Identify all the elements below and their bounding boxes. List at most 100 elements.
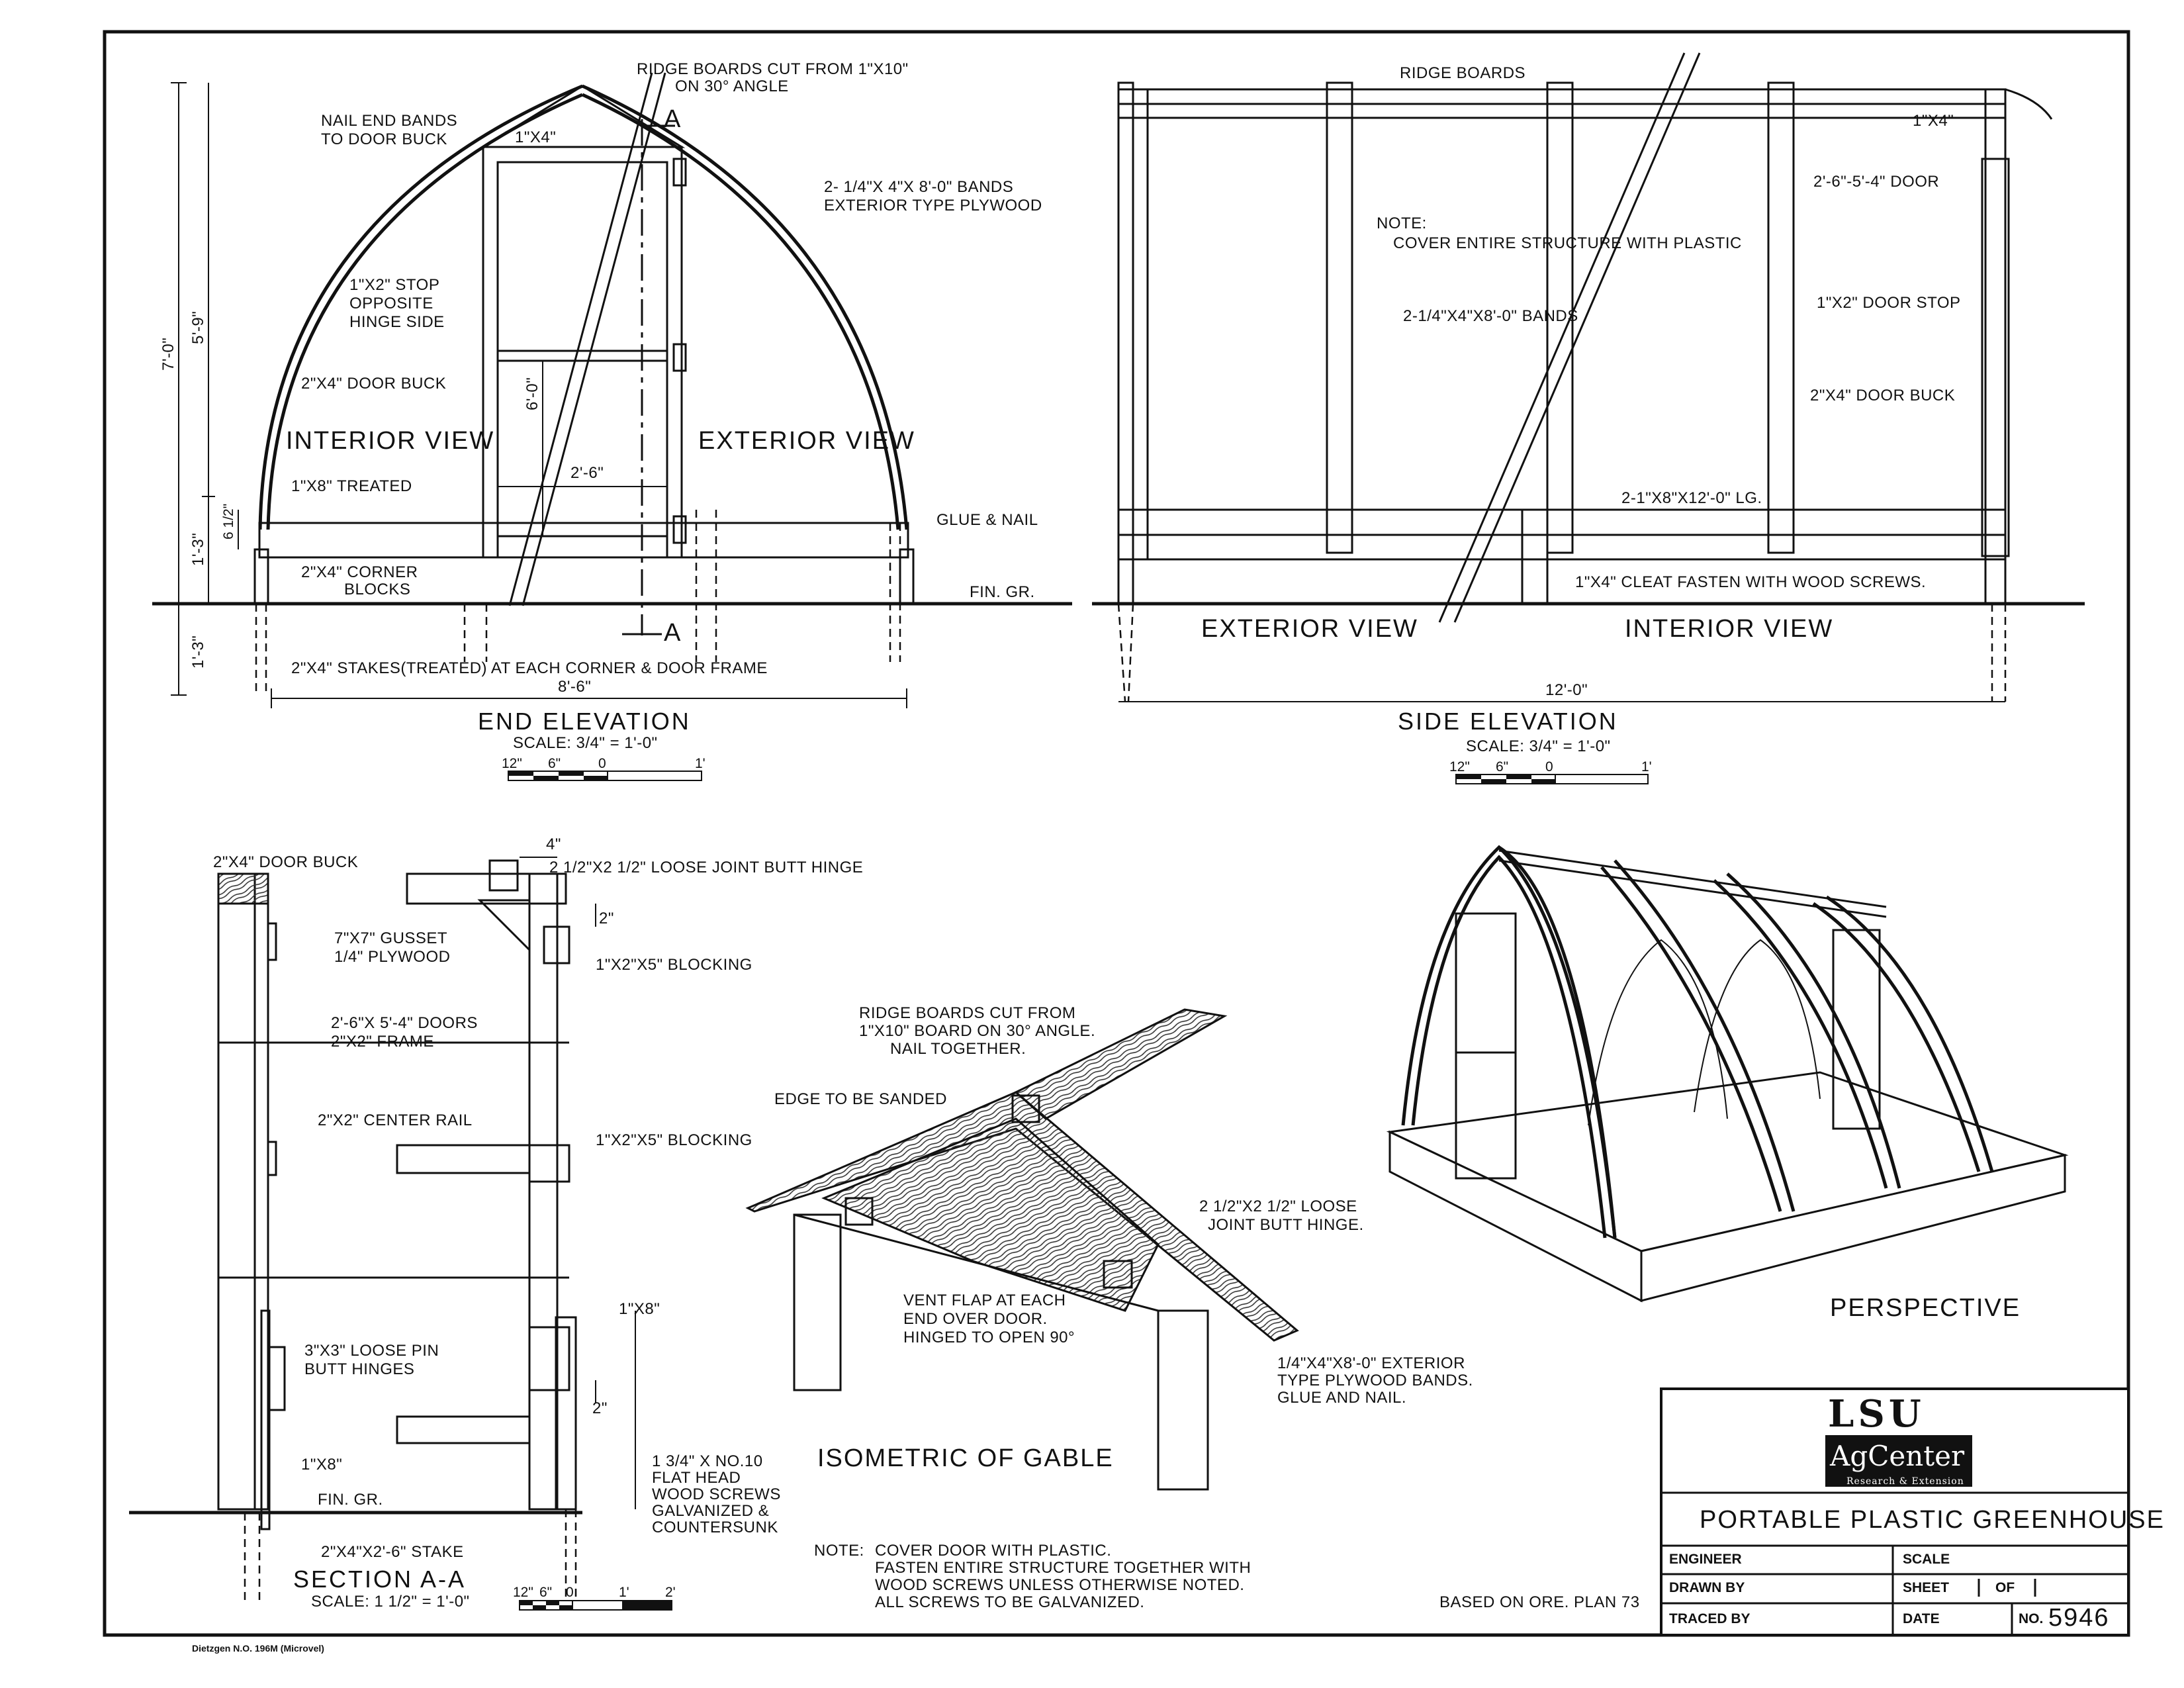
section-mark-bottom: A (664, 619, 682, 647)
end-elevation: RIDGE BOARDS CUT FROM 1"X10" ON 30° ANGL… (152, 60, 1072, 781)
tb-date: DATE (1903, 1611, 1940, 1626)
section-label-pin-hinges-2: BUTT HINGES (304, 1360, 414, 1378)
iso-label-hinge-1: 2 1/2"X2 1/2" LOOSE (1199, 1197, 1357, 1215)
scale-tick: 1' (695, 756, 705, 771)
section-label-doors: 2'-6"X 5'-4" DOORS (331, 1014, 478, 1032)
title-block: LSU AgCenter Research & Extension PORTAB… (1660, 1387, 2163, 1636)
section-label-screws-1: 1 3/4" X NO.10 (652, 1452, 763, 1470)
side-label-note-2: COVER ENTIRE STRUCTURE WITH PLASTIC (1393, 234, 1742, 252)
iso-label-vent-3: HINGED TO OPEN 90° (903, 1329, 1075, 1346)
isometric-gable: RIDGE BOARDS CUT FROM 1"X10" BOARD ON 30… (745, 1004, 1473, 1491)
section-label-hinge: 2 1/2"X2 1/2" LOOSE JOINT BUTT HINGE (549, 859, 863, 876)
scale-tick: 0 (598, 756, 606, 771)
front-door (1455, 912, 1517, 1180)
scale-tick: 12" (513, 1585, 533, 1600)
band (1326, 81, 1353, 554)
band (1767, 81, 1795, 554)
section-label-center-rail: 2"X2" CENTER RAIL (318, 1111, 473, 1129)
label-interior-view: INTERIOR VIEW (286, 427, 494, 455)
logo-lsu: LSU (1828, 1392, 1925, 1436)
door-frame (482, 146, 683, 559)
post (793, 1213, 842, 1391)
section-label-screws-2: FLAT HEAD (652, 1469, 741, 1487)
iso-label-hinge-2: JOINT BUTT HINGE. (1208, 1216, 1364, 1234)
side-elevation-scale-bar: 12" 6" 0 1' (1449, 759, 1652, 784)
side-label-ridge-boards: RIDGE BOARDS (1400, 64, 1525, 82)
section-label-stake: 2"X4"X2'-6" STAKE (321, 1543, 464, 1561)
iso-label-ridge-2: 1"X10" BOARD ON 30° ANGLE. (859, 1022, 1095, 1040)
side-label-interior-view: INTERIOR VIEW (1625, 615, 1833, 643)
paper-stamp: Dietzgen N.O. 196M (Microvel) (192, 1643, 324, 1654)
arch (1825, 895, 1994, 1172)
label-stop-2: OPPOSITE (349, 295, 433, 312)
scale-tick: 1' (619, 1585, 629, 1600)
side-elevation-title: SIDE ELEVATION (1398, 708, 1618, 735)
section-scale-bar: 12" 6" 0 1' 2' (513, 1585, 676, 1611)
side-label-cleat: 1"X4" CLEAT FASTEN WITH WOOD SCREWS. (1575, 573, 1926, 591)
section-label-screws-5: COUNTERSUNK (652, 1519, 778, 1536)
section-label-1x8-a: 1"X8" (619, 1300, 660, 1318)
notes-line-1: COVER DOOR WITH PLASTIC. (875, 1542, 1111, 1560)
side-label-lg: 2-1"X8"X12'-0" LG. (1621, 489, 1762, 507)
dim-12-0: 12'-0" (1545, 681, 1588, 699)
tb-drawn-by: DRAWN BY (1669, 1580, 1745, 1595)
scale-tick: 6" (539, 1585, 552, 1600)
notes-line-4: ALL SCREWS TO BE GALVANIZED. (875, 1593, 1144, 1611)
scale-tick: 6" (548, 756, 561, 771)
post (1157, 1309, 1209, 1491)
notes-line-3: WOOD SCREWS UNLESS OTHERWISE NOTED. (875, 1576, 1244, 1594)
tb-traced-by: TRACED BY (1669, 1611, 1751, 1626)
label-corner-blocks: 2"X4" CORNER (301, 563, 418, 581)
logo-tagline: Research & Extension (1846, 1476, 1964, 1487)
section-a-a: 2"X4" DOOR BUCK 4" 2 1/2"X2 1/2" LOOSE J… (129, 835, 863, 1611)
section-top-rail (406, 872, 567, 905)
iso-label-ridge-3: NAIL TOGETHER. (890, 1040, 1026, 1058)
label-exterior-view: EXTERIOR VIEW (698, 427, 915, 455)
label-ridge-boards: RIDGE BOARDS CUT FROM 1"X10" (637, 60, 909, 78)
base-board (258, 522, 909, 559)
label-fin-gr: FIN. GR. (970, 583, 1035, 601)
section-dim-4: 4" (546, 835, 561, 853)
sheet-border (103, 30, 2130, 1637)
general-notes: NOTE: COVER DOOR WITH PLASTIC. FASTEN EN… (814, 1542, 1639, 1611)
logo-agcenter: AgCenter (1829, 1440, 1965, 1472)
dim-1-3b: 1'-3" (189, 635, 207, 669)
section-a-a-title: SECTION A-A (293, 1566, 466, 1593)
label-ridge-boards-2: ON 30° ANGLE (675, 77, 789, 95)
side-label-door-buck: 2"X4" DOOR BUCK (1810, 387, 1955, 404)
section-mark-top: A (664, 105, 682, 133)
section-dim-2: 2" (599, 910, 614, 927)
section-label-gusset-2: 1/4" PLYWOOD (334, 948, 450, 966)
side-elevation: RIDGE BOARDS 1"X4" 2'-6"-5'-4" DOOR NOTE… (1092, 52, 2085, 784)
section-label-screws-3: WOOD SCREWS (652, 1485, 781, 1503)
arch (1726, 872, 1901, 1189)
arch-left (258, 84, 583, 530)
section-label-doors-2: 2"X2" FRAME (331, 1033, 434, 1051)
iso-label-vent-2: END OVER DOOR. (903, 1310, 1048, 1328)
notes-label: NOTE: (814, 1542, 864, 1560)
iso-label-bands-3: GLUE AND NAIL. (1277, 1389, 1406, 1407)
tb-sheet: SHEET (1903, 1580, 1949, 1595)
band (1546, 81, 1574, 554)
scale-tick: 12" (1449, 759, 1470, 774)
label-corner-blocks-2: BLOCKS (344, 581, 410, 598)
iso-label-edge: EDGE TO BE SANDED (774, 1090, 947, 1108)
ridge-boards (1117, 88, 2007, 105)
iso-label-bands-2: TYPE PLYWOOD BANDS. (1277, 1372, 1473, 1389)
notes-line-2: FASTEN ENTIRE STRUCTURE TOGETHER WITH (875, 1559, 1251, 1577)
side-label-note: NOTE: (1377, 214, 1427, 232)
lsu-agcenter-logo: LSU AgCenter Research & Extension (1825, 1392, 1972, 1489)
plan-number: 5946 (2048, 1604, 2110, 1632)
tb-engineer: ENGINEER (1669, 1552, 1742, 1567)
section-label-blocking-2: 1"X2"X5" BLOCKING (596, 1131, 752, 1149)
scale-tick: 0 (1545, 759, 1553, 774)
dim-2-6: 2'-6" (570, 464, 604, 482)
side-label-door-stop: 1"X2" DOOR STOP (1817, 294, 1961, 312)
dim-7-0: 7'-0" (159, 338, 177, 371)
tb-scale: SCALE (1903, 1552, 1950, 1567)
ridge-board-iso (1014, 1008, 1228, 1120)
section-label-door-buck: 2"X4" DOOR BUCK (213, 853, 358, 871)
side-label-1x4: 1"X4" (1913, 112, 1954, 130)
section-label-screws-4: GALVANIZED & (652, 1502, 769, 1520)
